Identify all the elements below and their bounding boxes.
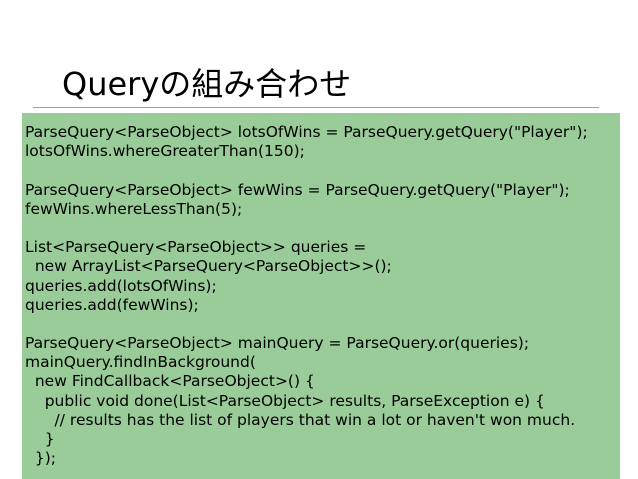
code-line-blank (25, 219, 620, 238)
code-line: ParseQuery<ParseObject> lotsOfWins = Par… (25, 123, 588, 141)
code-line: ParseQuery<ParseObject> mainQuery = Pars… (25, 334, 530, 353)
code-line: ParseQuery<ParseObject> fewWins = ParseQ… (25, 180, 570, 199)
code-line: } (25, 430, 55, 448)
code-line: }); (25, 449, 56, 468)
code-line: public void done(List<ParseObject> resul… (25, 391, 545, 410)
code-line: lotsOfWins.whereGreaterThan(150); (25, 142, 305, 161)
code-line: // results has the list of players that … (25, 410, 576, 429)
code-line: queries.add(fewWins); (25, 295, 199, 314)
code-line: List<ParseQuery<ParseObject>> queries = (25, 238, 367, 257)
code-line-blank (25, 161, 620, 180)
code-line: fewWins.whereLessThan(5); (25, 199, 243, 218)
slide-title: Queryの組み合わせ (62, 65, 352, 103)
code-block: ParseQuery<ParseObject> lotsOfWins = Par… (22, 113, 620, 479)
code-line: new ArrayList<ParseQuery<ParseObject>>()… (25, 257, 392, 276)
code-line: mainQuery.findInBackground( (25, 353, 256, 372)
title-divider (33, 107, 599, 108)
code-line: queries.add(lotsOfWins); (25, 276, 217, 295)
code-line: new FindCallback<ParseObject>() { (25, 372, 315, 391)
code-line-blank (25, 315, 620, 334)
